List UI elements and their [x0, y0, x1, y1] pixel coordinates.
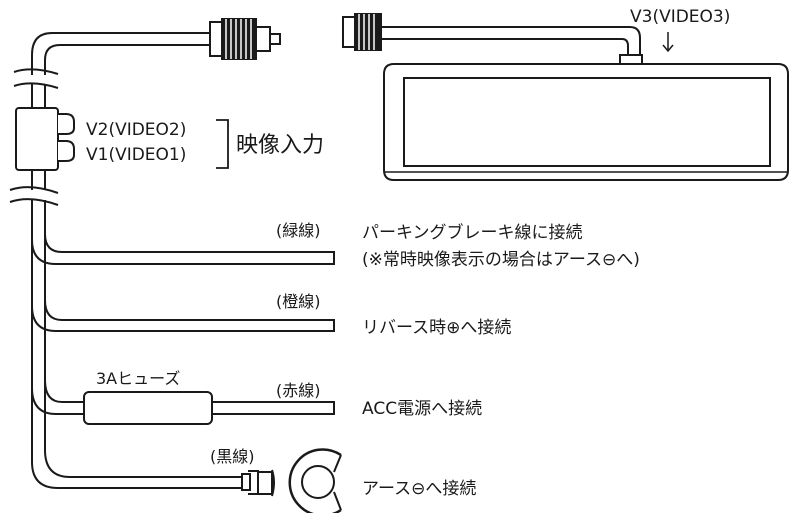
- label-red-desc: ACC電源へ接続: [362, 399, 482, 419]
- label-green-wire: (緑線): [276, 221, 321, 240]
- main-trunk-cable: [31, 32, 248, 489]
- monitor-housing: [383, 63, 789, 181]
- label-v3: V3(VIDEO3): [630, 7, 730, 27]
- label-green-desc-1: パーキングブレーキ線に接続: [362, 222, 583, 243]
- cable-break-marks: [9, 68, 59, 206]
- monitor-cable-grommet: [619, 54, 643, 65]
- rca-plug-monitor: [342, 13, 382, 51]
- label-fuse: 3Aヒューズ: [96, 369, 180, 388]
- fuse-holder: [83, 391, 213, 425]
- label-red-wire: (赤線): [276, 381, 321, 400]
- video-input-bracket: [216, 119, 229, 169]
- video-input-junction: [15, 107, 75, 171]
- orange-wire: [31, 299, 335, 332]
- v3-arrow: [662, 32, 674, 53]
- label-orange-desc: リバース時⊕へ接続: [362, 318, 511, 338]
- green-wire: [31, 233, 335, 265]
- label-video-input: 映像入力: [236, 133, 324, 158]
- label-green-desc-2: (※常時映像表示の場合はアース⊖へ): [362, 250, 640, 270]
- label-black-wire: (黒線): [210, 447, 255, 466]
- label-v1: V1(VIDEO1): [86, 145, 186, 165]
- label-orange-wire: (橙線): [276, 292, 321, 311]
- red-wire: [31, 379, 335, 415]
- ground-terminal: [241, 448, 342, 513]
- rca-plug-top-left: [209, 18, 281, 60]
- label-black-desc: アース⊖へ接続: [362, 479, 476, 499]
- monitor-connector-cable: [381, 26, 641, 55]
- monitor-screen: [403, 77, 771, 167]
- label-v2: V2(VIDEO2): [86, 120, 186, 140]
